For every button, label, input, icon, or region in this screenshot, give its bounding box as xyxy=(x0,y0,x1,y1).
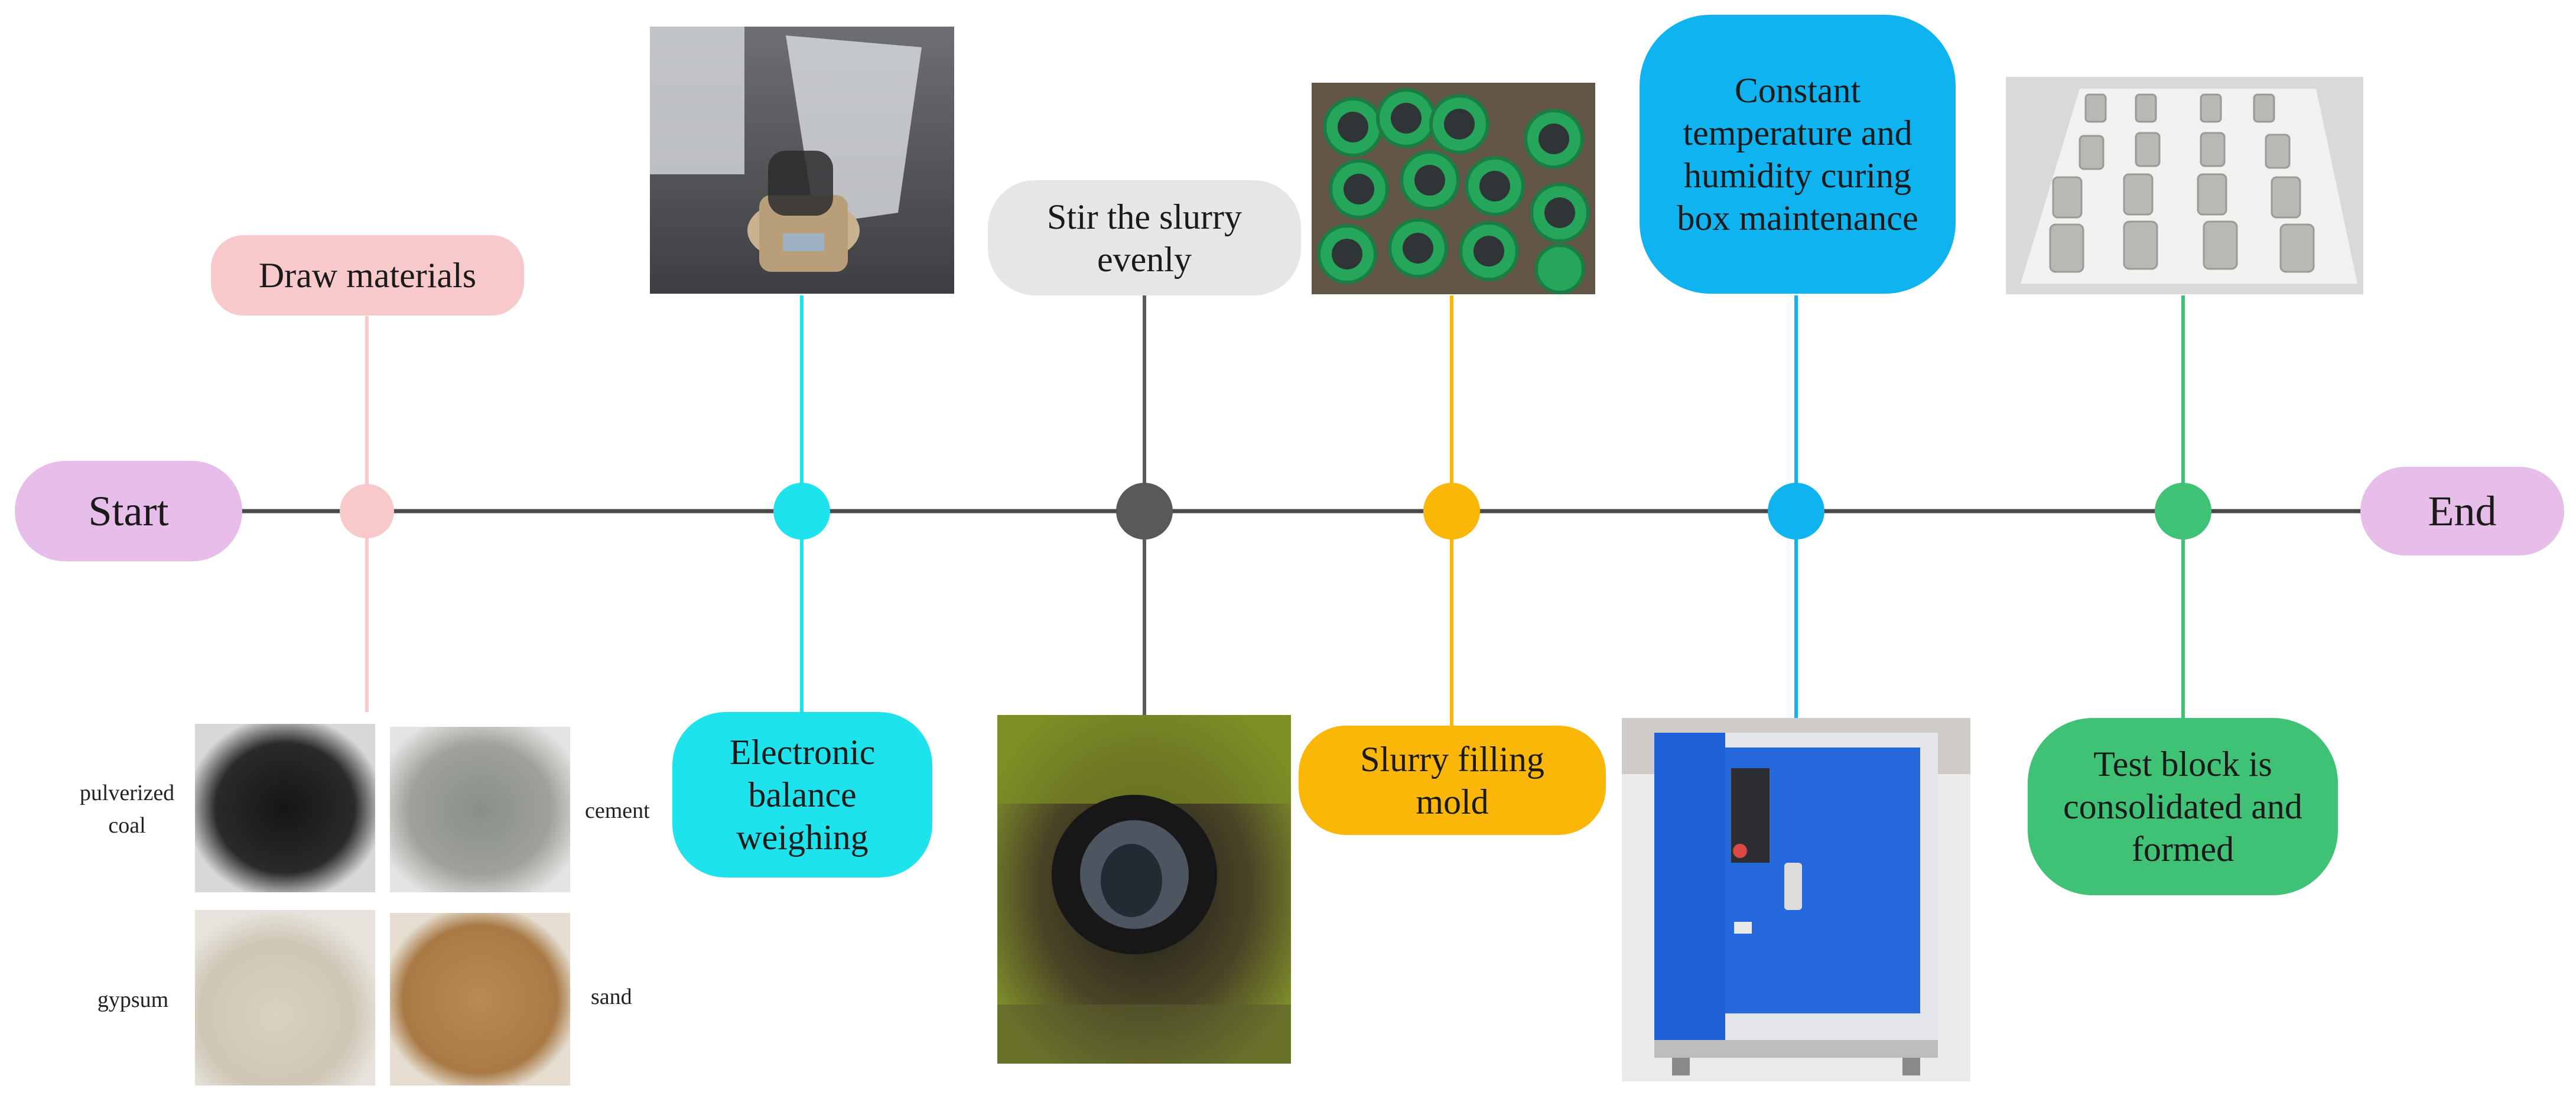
node-formed xyxy=(2155,483,2211,540)
photo-cement xyxy=(390,727,570,892)
photo-stirring xyxy=(997,715,1291,1064)
step-label-electronic-balance-weighing: Electronic balance weighing xyxy=(672,712,932,878)
end-terminal: End xyxy=(2360,467,2564,555)
photo-gypsum xyxy=(195,910,375,1086)
ingredient-label-gypsum: gypsum xyxy=(97,987,169,1012)
photo-sand xyxy=(390,913,570,1086)
node-stir xyxy=(1116,483,1173,540)
step-label-slurry-filling-mold: Slurry filling mold xyxy=(1299,726,1606,835)
photo-curing-box xyxy=(1622,718,1970,1081)
step-label-test-block-formed: Test block is consolidated and formed xyxy=(2028,718,2338,895)
ingredient-label-sand: sand xyxy=(591,984,632,1009)
step-label-curing-box: Constant temperature and humidity curing… xyxy=(1640,15,1956,294)
node-weighing xyxy=(773,483,830,540)
photo-test-blocks xyxy=(2006,77,2363,294)
node-curing xyxy=(1768,483,1824,540)
ingredient-label-coal: pulverized coal xyxy=(79,781,175,838)
photo-coal xyxy=(195,724,375,892)
photo-molds xyxy=(1312,83,1595,294)
step-label-draw-materials: Draw materials xyxy=(211,235,524,316)
step-label-stir-slurry: Stir the slurry evenly xyxy=(988,180,1301,295)
start-terminal: Start xyxy=(15,461,242,561)
node-draw-materials xyxy=(340,484,394,538)
ingredient-label-cement: cement xyxy=(585,798,650,823)
node-filling xyxy=(1423,483,1480,540)
photo-electronic-balance xyxy=(650,27,954,294)
